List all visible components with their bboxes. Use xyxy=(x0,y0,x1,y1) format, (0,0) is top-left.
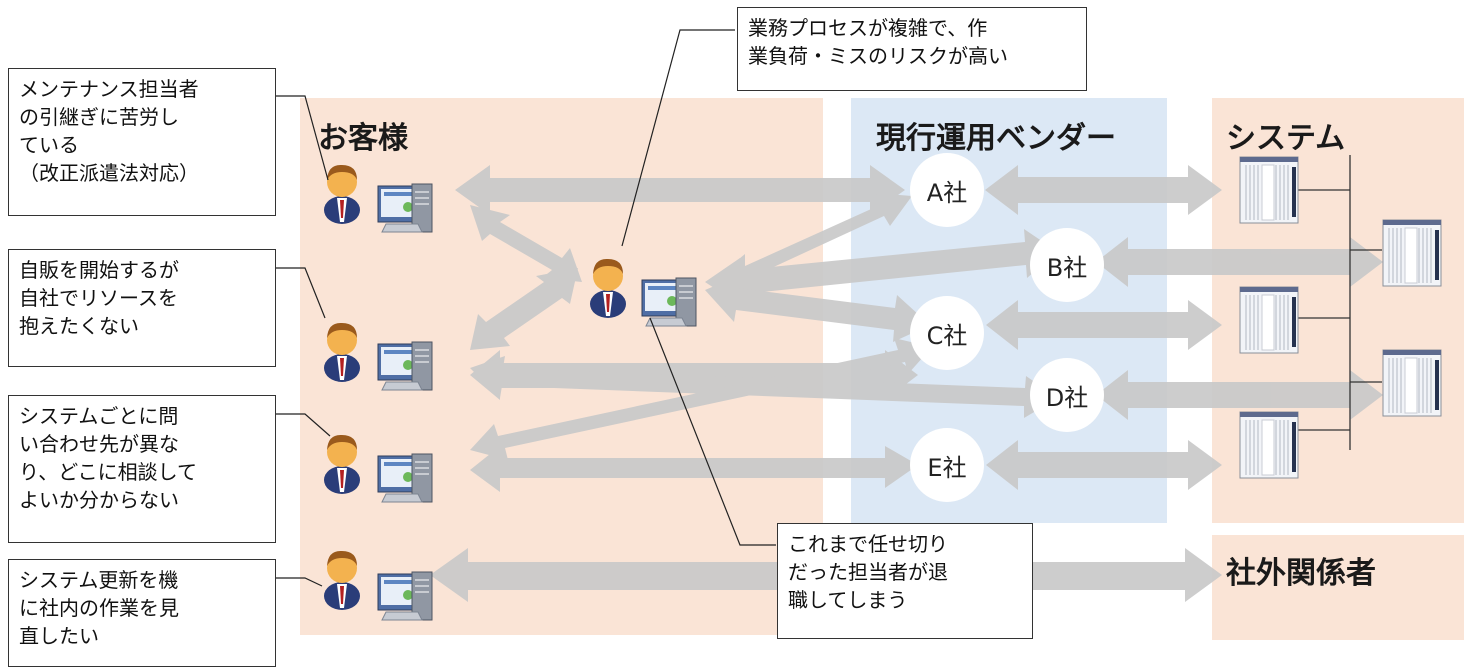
company-d: D社 xyxy=(1030,358,1104,432)
external-region xyxy=(1212,535,1464,640)
arrow-b-system2 xyxy=(1096,237,1383,287)
arrow-customer1-a xyxy=(455,165,905,215)
desktop-computer-icon xyxy=(377,453,433,503)
callout-left-4: システム更新を機 に社内の作業を見 直したい xyxy=(8,559,276,667)
vendor-title: 現行運用ベンダー xyxy=(876,121,1116,156)
arrow-middle-customer2 xyxy=(470,268,578,350)
desktop-computer-icon xyxy=(377,571,433,621)
user-icon xyxy=(324,164,360,224)
desktop-computer-icon xyxy=(377,183,433,233)
server-rack-icon xyxy=(1382,219,1442,287)
server-rack-icon xyxy=(1239,286,1299,354)
system-title: システム xyxy=(1226,121,1346,156)
network-lines xyxy=(1298,155,1382,450)
company-e: E社 xyxy=(910,428,984,502)
desktop-computer-icon xyxy=(377,341,433,391)
server-rack-icon xyxy=(1239,411,1299,479)
user-icon xyxy=(324,550,360,610)
arrow-e-system5 xyxy=(986,440,1222,490)
company-b: B社 xyxy=(1030,228,1104,302)
user-icon xyxy=(324,322,360,382)
arrow-customer3-c xyxy=(470,338,932,460)
callout-left-1: メンテナンス担当者 の引継ぎに苦労し ている （改正派遣法対応） xyxy=(8,68,276,216)
arrow-c-system3 xyxy=(986,300,1222,350)
callout-left-2: 自販を開始するが 自社でリソースを 抱えたくない xyxy=(8,249,276,367)
user-icon xyxy=(324,434,360,494)
external-title: 社外関係者 xyxy=(1226,556,1376,591)
company-a: A社 xyxy=(910,153,984,227)
customer-title: お客様 xyxy=(318,121,408,156)
arrow-customer3-e xyxy=(470,446,918,492)
company-c: C社 xyxy=(910,296,984,370)
arrow-customer1-middle xyxy=(470,205,582,282)
arrow-a-system1 xyxy=(985,165,1222,215)
callout-left-3: システムごとに問 い合わせ先が異な り、どこに相談して よいか分からない xyxy=(8,395,276,543)
leader-lines xyxy=(276,29,776,587)
arrow-middle-c xyxy=(705,276,930,342)
callout-bottom: これまで任せ切り だった担当者が退 職してしまう xyxy=(777,523,1033,639)
server-rack-icon xyxy=(1239,156,1299,224)
callout-top: 業務プロセスが複雑で、作 業負荷・ミスのリスクが高い xyxy=(737,7,1087,91)
arrow-middle-b xyxy=(705,229,1058,307)
arrow-middle-a xyxy=(710,193,912,290)
server-rack-icon xyxy=(1382,349,1442,417)
user-icon xyxy=(590,258,626,318)
arrow-d-system4 xyxy=(1096,370,1383,420)
